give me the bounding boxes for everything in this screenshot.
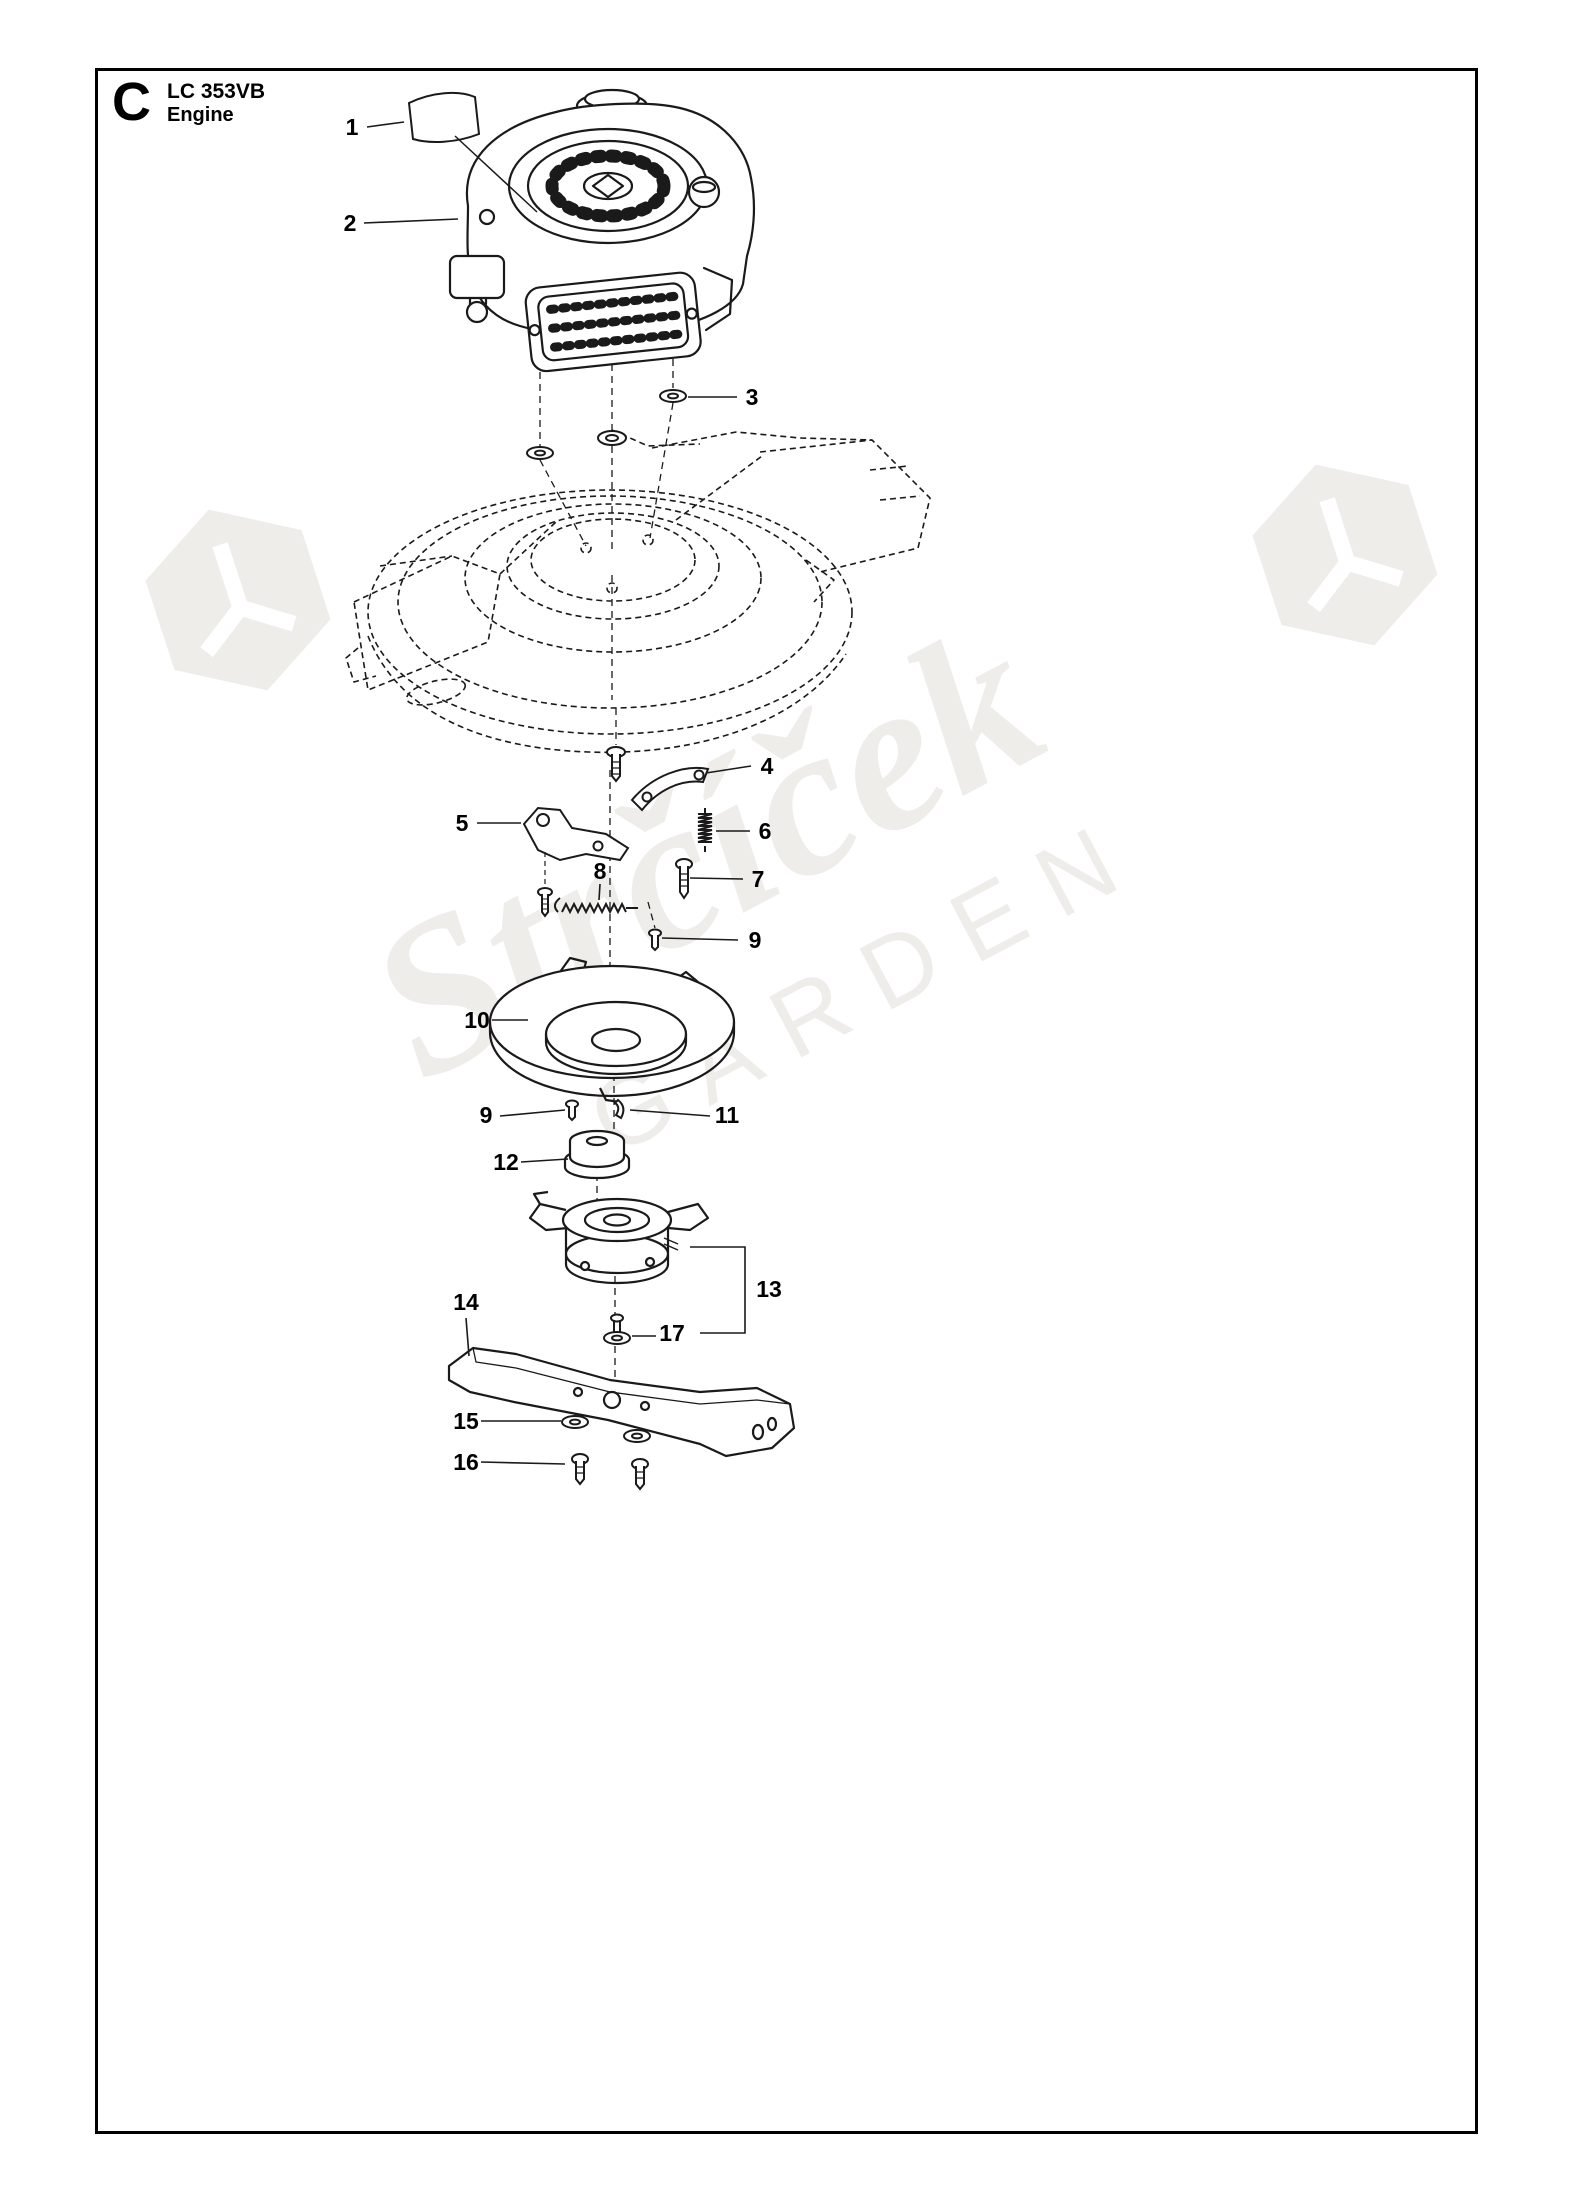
engine-illustration [448, 88, 756, 373]
title-lines: LC 353VB Engine [167, 78, 265, 127]
pulley [563, 1129, 631, 1180]
section-letter: C [112, 72, 151, 132]
callout-10: 10 [464, 1007, 490, 1033]
callout-17: 17 [659, 1320, 685, 1346]
callout-9-lower: 9 [480, 1102, 493, 1128]
callout-leader-lines [363, 121, 752, 1465]
diagram-subtitle: Engine [167, 104, 234, 127]
callout-16: 16 [453, 1449, 479, 1475]
watermark-hexagon-logo-right [1252, 464, 1438, 646]
brake-link [630, 767, 710, 812]
watermark-hexagon-logo-left [145, 509, 331, 691]
clutch-bolt [603, 1313, 631, 1345]
callout-5: 5 [456, 810, 469, 836]
callout-12: 12 [493, 1149, 519, 1175]
callout-4: 4 [761, 753, 774, 779]
brake-spring [697, 808, 713, 852]
callout-2: 2 [344, 210, 357, 236]
callout-11: 11 [715, 1102, 740, 1128]
callout-15: 15 [453, 1408, 479, 1434]
model-title: LC 353VB [167, 80, 266, 103]
blade-bolts [571, 1453, 649, 1491]
belt-cover [488, 956, 736, 1104]
callout-7: 7 [752, 866, 765, 892]
deck-bolt [606, 746, 626, 783]
blade-washers [561, 1415, 651, 1443]
shaft-key [613, 1098, 625, 1120]
bolt-7 [675, 858, 693, 900]
callout-9-upper: 9 [749, 927, 762, 953]
callout-14: 14 [453, 1289, 479, 1315]
screw-9-upper [648, 928, 662, 952]
blade-clutch [528, 1190, 710, 1285]
title-block: C LC 353VB Engine [112, 72, 265, 132]
callout-3: 3 [746, 384, 759, 410]
decal-flag [407, 92, 538, 213]
mounting-washers [526, 389, 687, 460]
brake-arm [522, 806, 630, 918]
return-spring [554, 897, 638, 915]
callout-13: 13 [756, 1276, 782, 1302]
callout-6: 6 [759, 818, 772, 844]
blade [447, 1346, 796, 1458]
deck-illustration [345, 429, 931, 754]
callout-labels: 1 2 3 4 5 6 7 8 9 10 9 11 12 13 14 15 16… [344, 114, 782, 1475]
callout-8: 8 [594, 858, 607, 884]
page-border [95, 68, 1478, 2134]
callout-1: 1 [346, 114, 359, 140]
screw-9-lower [565, 1099, 579, 1122]
